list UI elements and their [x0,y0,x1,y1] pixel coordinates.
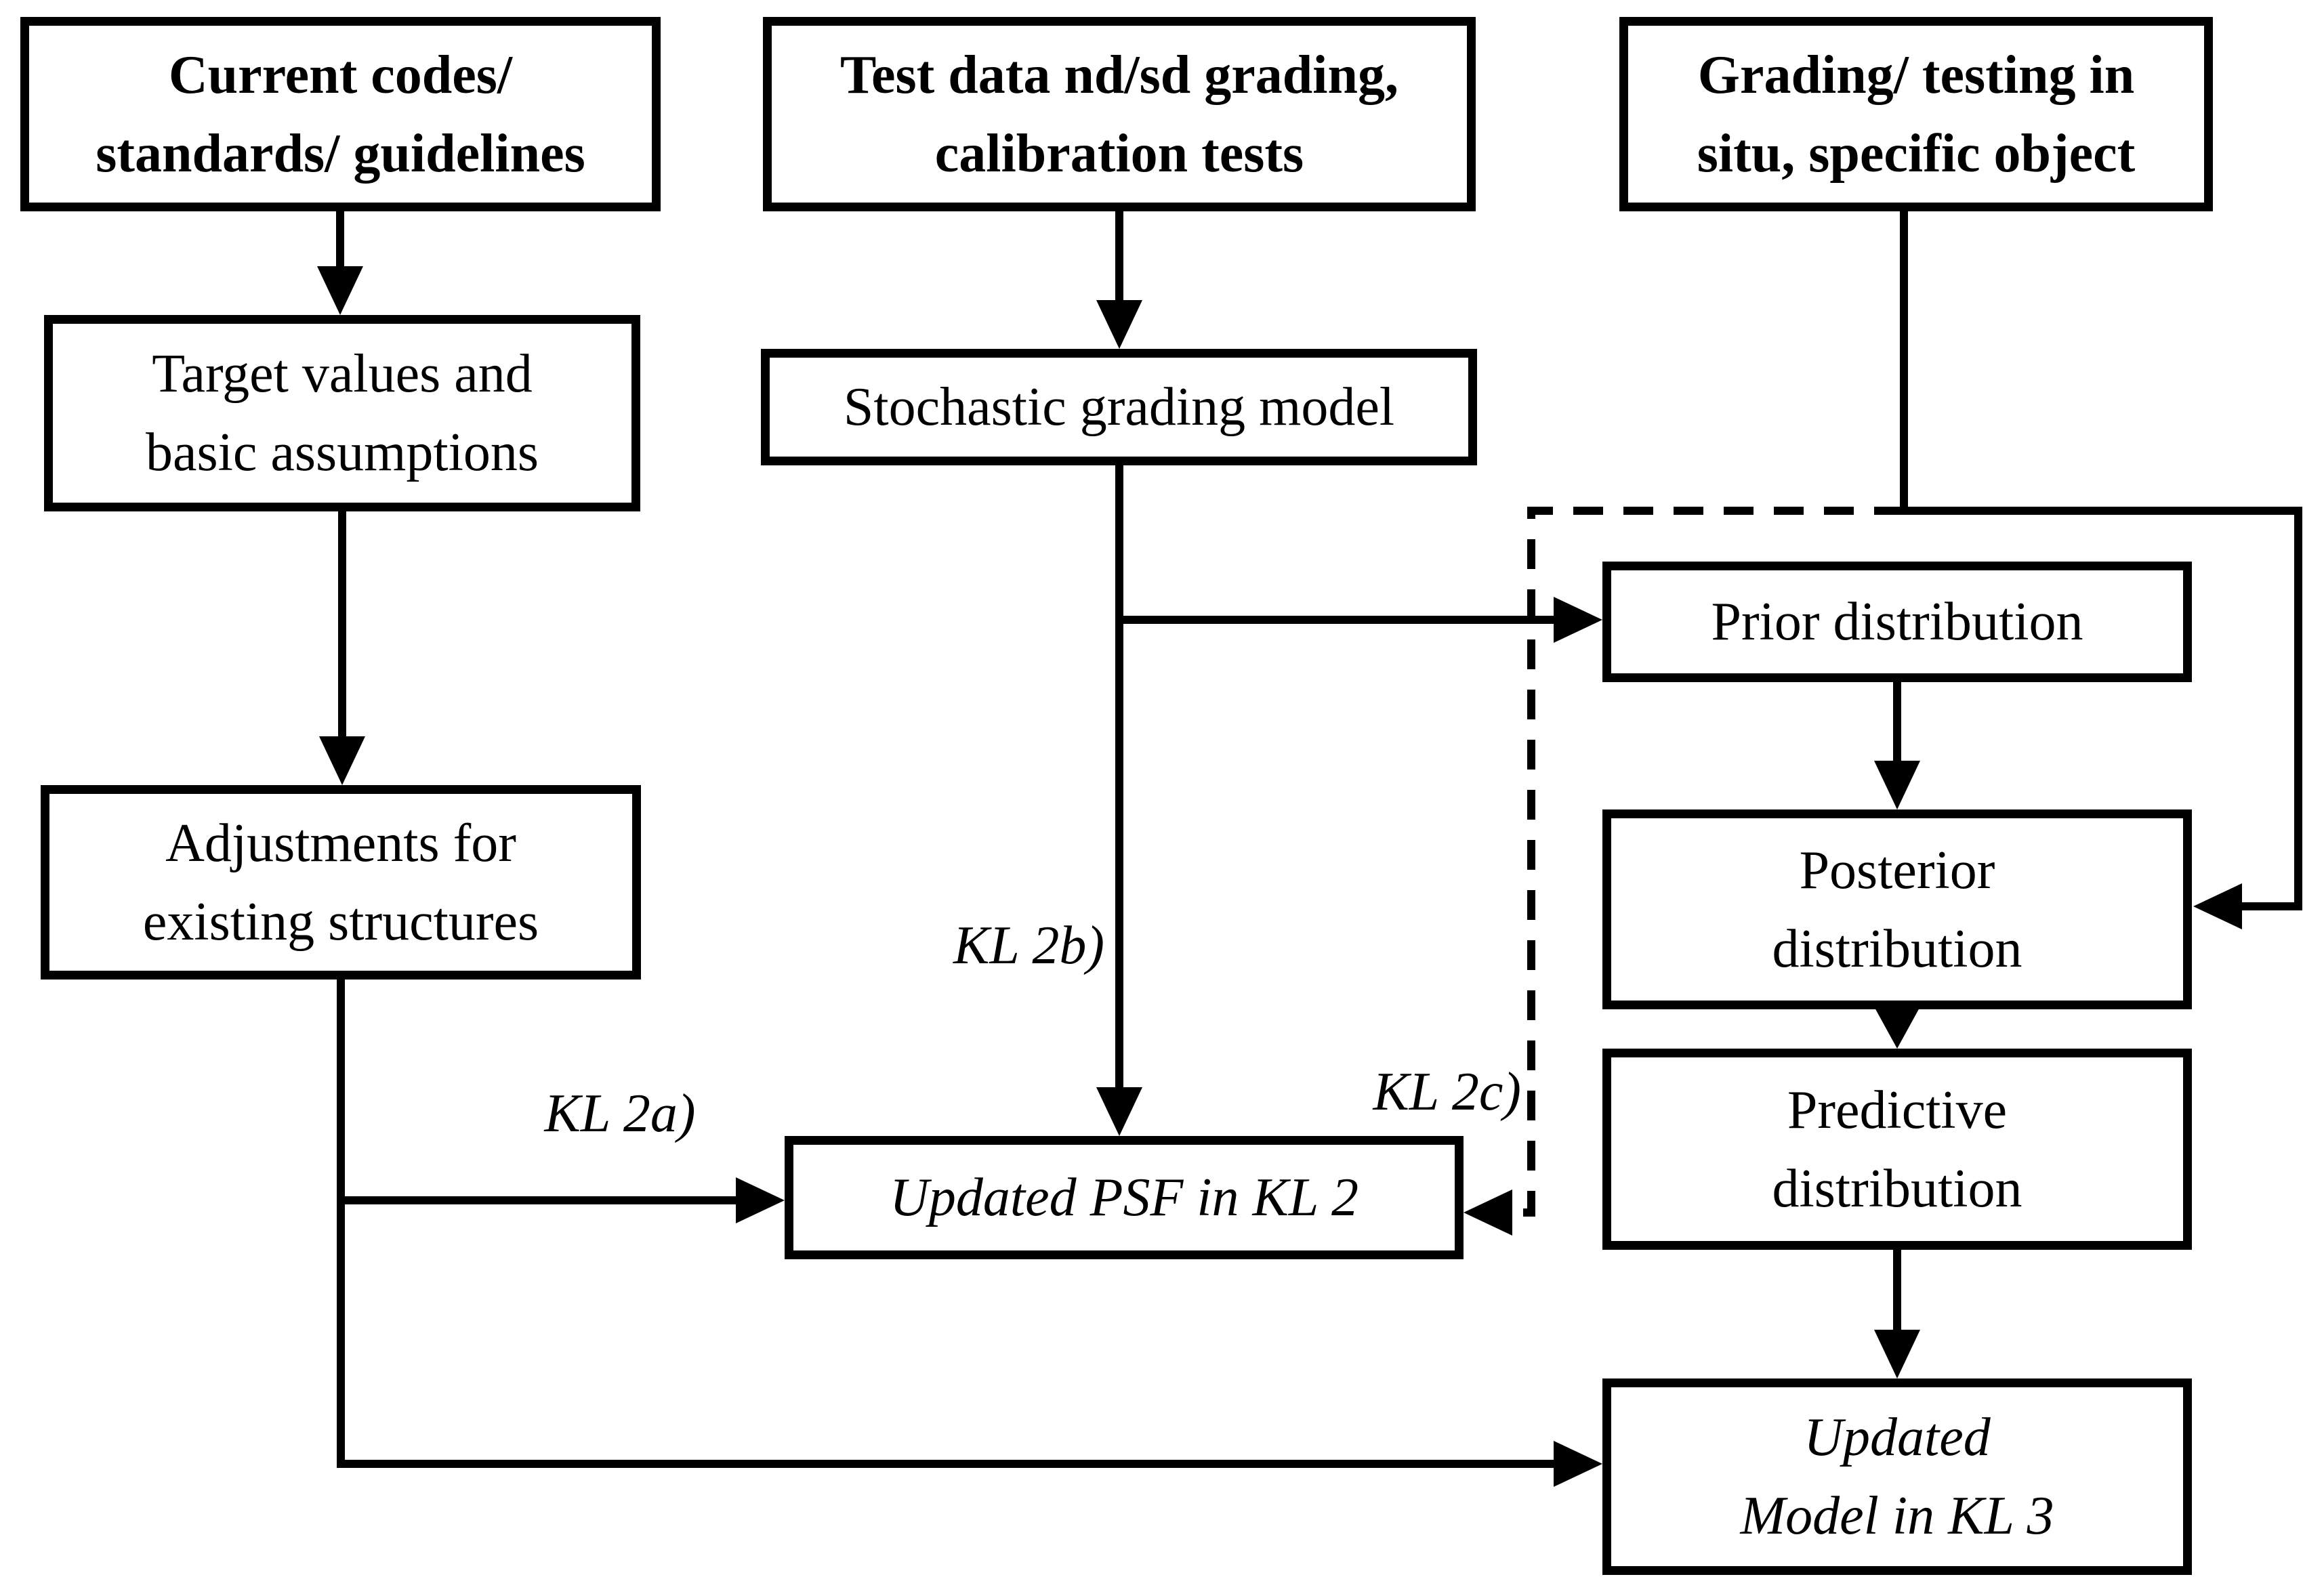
edge-insitu-to-psf-arrowhead [1464,1189,1512,1236]
edge-prior-to-posterior-arrowhead [1874,761,1920,809]
edge-codes-to-target-arrowhead [317,266,363,315]
edge-predictive-to-model-arrowhead [1874,1330,1920,1378]
edge-insitu-to-posterior-arrowhead [2193,883,2242,929]
node-adjustments: Adjustments for existing structures [41,785,641,980]
edge-insitu-to-psf-dashed-line [1518,507,1904,1217]
node-current-codes: Current codes/ standards/ guidelines [20,17,661,211]
node-test-data: Test data nd/sd grading, calibration tes… [763,17,1476,211]
node-predictive-distribution: Predictive distribution [1602,1049,2192,1250]
node-target-values: Target values and basic assumptions [44,315,640,511]
node-grading-in-situ: Grading/ testing in situ, specific objec… [1619,17,2213,211]
node-posterior-distribution: Posterior distribution [1602,809,2192,1009]
node-updated-model: Updated Model in KL 3 [1602,1378,2192,1575]
node-stochastic-model: Stochastic grading model [761,349,1477,465]
edge-label-kl2a: KL 2a) [544,1084,696,1143]
edge-label-kl2c: KL 2c) [1373,1062,1521,1122]
edge-label-kl2b: KL 2b) [953,916,1104,975]
edge-stochastic-to-psf-arrowhead [1096,1087,1142,1136]
edge-target-to-adjustments-arrowhead [319,736,365,785]
edge-stochastic-to-prior-arrowhead [1554,597,1602,643]
edge-insitu-to-posterior-line [1900,211,2302,910]
node-prior-distribution: Prior distribution [1602,562,2192,682]
node-updated-psf: Updated PSF in KL 2 [785,1136,1464,1259]
edge-adjustments-to-model-arrowhead [1554,1441,1602,1487]
edge-adjustments-to-psf-arrowhead [736,1177,785,1223]
edge-adjustments-to-model-line [337,980,1554,1468]
edge-testdata-to-stochastic-arrowhead [1096,300,1142,349]
edge-posterior-to-predictive-arrowhead [1874,1007,1920,1049]
